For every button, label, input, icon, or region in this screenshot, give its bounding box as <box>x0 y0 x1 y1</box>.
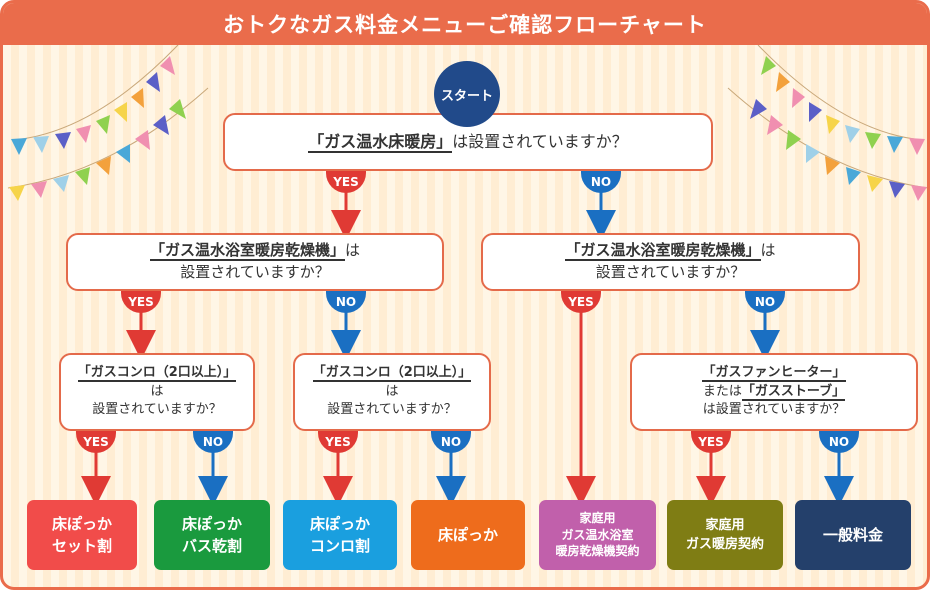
question-stove-a: 「ガスコンロ（2口以上）」 は 設置されていますか？ <box>59 353 255 431</box>
result-heating-contract: 家庭用 ガス暖房契約 <box>667 500 783 570</box>
result-line-2: コンロ割 <box>309 537 370 555</box>
yes-tag: YES <box>691 431 731 453</box>
result-floor-set-discount: 床ぽっか セット割 <box>27 500 137 570</box>
result-line-1: 家庭用 <box>705 517 745 533</box>
question-line-1: 「ガスコンロ（2口以上）」 <box>77 364 237 383</box>
no-tag: NO <box>326 291 366 313</box>
question-term: 「ガス温水浴室暖房乾燥機」 <box>149 241 345 262</box>
result-line-2: セット割 <box>51 537 112 555</box>
question-rest: は <box>760 241 776 260</box>
question-line-3: 設置されていますか？ <box>327 402 457 418</box>
question-text: 「ガス温水床暖房」は設置されていますか？ <box>308 130 628 154</box>
result-line-1: 床ぽっか <box>51 514 112 533</box>
question-bath-dryer-left: 「ガス温水浴室暖房乾燥機」は 設置されていますか？ <box>66 233 444 291</box>
no-tag: NO <box>431 431 471 453</box>
result-floor-stove-discount: 床ぽっか コンロ割 <box>283 500 397 570</box>
question-term: 「ガス温水床暖房」 <box>308 132 453 154</box>
result-floor-plan: 床ぽっか <box>411 500 525 570</box>
no-tag: NO <box>745 291 785 313</box>
result-line-2: バス乾割 <box>181 537 242 555</box>
question-line-3: は設置されていますか？ <box>702 402 846 418</box>
question-bath-dryer-right: 「ガス温水浴室暖房乾燥機」は 設置されていますか？ <box>481 233 860 291</box>
result-line-1: 床ぽっか <box>309 514 370 533</box>
question-line-2: は <box>150 383 164 399</box>
question-line-1: 「ガス温水浴室暖房乾燥機」は <box>149 240 361 262</box>
yes-tag: YES <box>318 431 358 453</box>
result-line-1: 家庭用 <box>579 510 616 525</box>
question-rest: は設置されていますか？ <box>452 132 628 152</box>
question-term: 「ガスファンヒーター」 <box>702 364 846 382</box>
question-term: 「ガスコンロ（2口以上）」 <box>312 364 472 382</box>
question-line-2: は <box>385 383 399 399</box>
result-line-2: ガス暖房契約 <box>685 537 764 552</box>
result-general-rate: 一般料金 <box>795 500 911 570</box>
bunting-decoration <box>7 44 927 201</box>
no-tag: NO <box>819 431 859 453</box>
result-floor-bath-discount: 床ぽっか バス乾割 <box>154 500 270 570</box>
result-line-2: ガス温水浴室 <box>561 527 634 542</box>
question-line-1: 「ガスファンヒーター」 <box>702 364 846 383</box>
result-line-3: 暖房乾燥機契約 <box>555 544 640 559</box>
question-line-1: 「ガス温水浴室暖房乾燥機」は <box>565 240 776 262</box>
question-line-2: 設置されていますか？ <box>595 263 746 281</box>
result-line-1: 床ぽっか <box>181 514 242 533</box>
result-line-1: 床ぽっか <box>437 525 498 544</box>
no-tag: NO <box>581 171 621 193</box>
yes-tag: YES <box>326 171 366 193</box>
question-term: 「ガスストーブ」 <box>741 383 846 401</box>
question-rest: は <box>345 241 361 260</box>
question-pre: または <box>702 383 742 399</box>
yes-tag: YES <box>121 291 161 313</box>
question-line-2: 設置されていますか？ <box>180 263 330 281</box>
question-fan-heater: 「ガスファンヒーター」 または「ガスストーブ」 は設置されていますか？ <box>630 353 918 431</box>
question-stove-b: 「ガスコンロ（2口以上）」 は 設置されていますか？ <box>293 353 491 431</box>
question-line-2: または「ガスストーブ」 <box>702 383 846 402</box>
yes-tag: YES <box>561 291 601 313</box>
question-line-3: 設置されていますか？ <box>92 402 222 418</box>
question-term: 「ガス温水浴室暖房乾燥機」 <box>565 241 761 262</box>
question-term: 「ガスコンロ（2口以上）」 <box>77 364 237 382</box>
start-node: スタート <box>434 61 500 127</box>
no-tag: NO <box>193 431 233 453</box>
page-title: おトクなガス料金メニューご確認フローチャート <box>3 3 927 45</box>
result-bath-dryer-contract: 家庭用 ガス温水浴室 暖房乾燥機契約 <box>539 500 656 570</box>
result-line-1: 一般料金 <box>822 525 883 544</box>
question-line-1: 「ガスコンロ（2口以上）」 <box>312 364 472 383</box>
yes-tag: YES <box>76 431 116 453</box>
